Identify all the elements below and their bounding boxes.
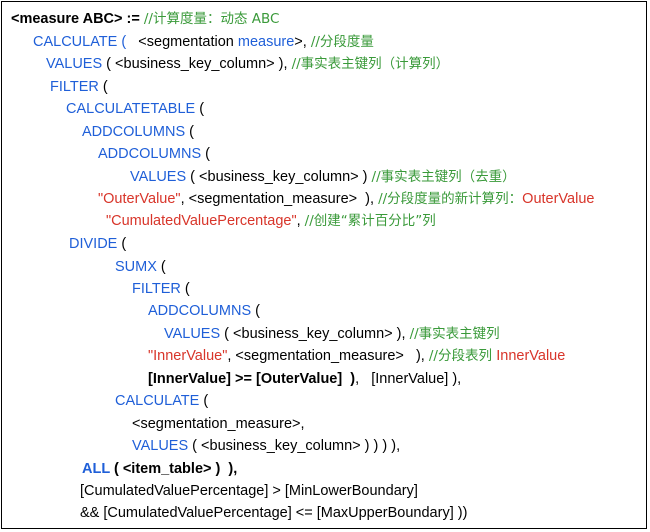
code-token: (: [98, 79, 108, 95]
code-token: <measure ABC> :=: [11, 11, 144, 27]
code-token: , <segmentation_measure> ),: [180, 191, 379, 207]
code-token: <segmentation: [130, 34, 238, 50]
code-token: (: [201, 146, 210, 162]
code-token: >,: [294, 34, 311, 50]
code-token: VALUES: [130, 169, 187, 185]
code-token: ( <business_key_column> ): [186, 169, 372, 185]
code-line-9: "OuterValue", <segmentation_measure> ), …: [98, 190, 594, 208]
code-token: //事实表主键列（去重）: [371, 169, 516, 185]
code-token: CALCULATE: [115, 393, 200, 409]
code-token: <segmentation_measure>,: [132, 416, 305, 432]
code-line-18: CALCULATE (: [115, 392, 208, 410]
code-token: (: [199, 393, 209, 409]
code-line-13: FILTER (: [132, 280, 190, 298]
code-line-4: FILTER (: [50, 78, 108, 96]
code-token: (: [251, 303, 260, 319]
code-line-19: <segmentation_measure>,: [132, 415, 305, 433]
code-token: (: [117, 236, 127, 252]
code-token: , [InnerValue] ),: [355, 371, 462, 387]
code-token: OuterValue: [522, 191, 595, 207]
code-line-11: DIVIDE (: [69, 235, 126, 253]
code-token: SUMX: [115, 259, 157, 275]
code-token: FILTER: [132, 281, 181, 297]
code-line-5: CALCULATETABLE (: [66, 100, 204, 118]
code-token: (: [185, 124, 194, 140]
code-line-20: VALUES ( <business_key_column> ) ) ) ),: [132, 437, 400, 455]
code-token: //分段度量的新计算列：: [378, 191, 523, 207]
code-token: VALUES: [164, 326, 221, 342]
code-token: (: [195, 101, 205, 117]
code-token: "OuterValue": [98, 191, 181, 207]
code-token: FILTER: [50, 79, 99, 95]
code-token: ( <business_key_column> ),: [220, 326, 410, 342]
code-token: ,: [296, 213, 305, 229]
code-line-6: ADDCOLUMNS (: [82, 123, 194, 141]
code-token: ( <business_key_column> ) ) ) ),: [188, 438, 401, 454]
code-token: CALCULATE (: [33, 34, 131, 50]
code-token: ADDCOLUMNS: [82, 124, 186, 140]
code-token: VALUES: [132, 438, 189, 454]
code-token: ADDCOLUMNS: [98, 146, 202, 162]
code-token: CALCULATETABLE: [66, 101, 196, 117]
code-token: ADDCOLUMNS: [148, 303, 252, 319]
code-token: "InnerValue": [148, 348, 228, 364]
code-token: [InnerValue] >= [OuterValue] ): [148, 371, 356, 387]
code-token: (: [180, 281, 190, 297]
code-line-22: [CumulatedValuePercentage] > [MinLowerBo…: [80, 482, 418, 500]
code-token: (: [156, 259, 166, 275]
code-token: //事实表主键列: [409, 326, 500, 342]
code-line-17: [InnerValue] >= [OuterValue] ), [InnerVa…: [148, 370, 461, 388]
code-line-23: && [CumulatedValuePercentage] <= [MaxUpp…: [80, 504, 467, 522]
code-line-7: ADDCOLUMNS (: [98, 145, 210, 163]
code-line-2: CALCULATE ( <segmentation measure>, //分段…: [33, 33, 374, 51]
code-line-3: VALUES ( <business_key_column> ), //事实表主…: [46, 55, 449, 73]
code-line-10: "CumulatedValuePercentage", //创建“累计百分比”列: [106, 212, 436, 230]
code-token: //事实表主键列（计算列）: [291, 56, 450, 72]
code-token: "CumulatedValuePercentage": [106, 213, 297, 229]
code-line-14: ADDCOLUMNS (: [148, 302, 260, 320]
code-token: measure: [237, 34, 295, 50]
code-line-8: VALUES ( <business_key_column> ) //事实表主键…: [130, 168, 516, 186]
code-token: InnerValue: [496, 348, 566, 364]
code-token: DIVIDE: [69, 236, 118, 252]
code-token: , <segmentation_measure> ),: [227, 348, 429, 364]
code-token: //计算度量：动态 ABC: [143, 11, 280, 27]
code-token: //分段度量: [310, 34, 374, 50]
code-token: ( <business_key_column> ),: [102, 56, 292, 72]
code-line-12: SUMX (: [115, 258, 166, 276]
code-token: //分段表列: [428, 348, 497, 364]
code-token: ( <item_table> ) ),: [109, 461, 238, 477]
code-token: ALL: [82, 461, 110, 477]
code-line-16: "InnerValue", <segmentation_measure> ), …: [148, 347, 565, 365]
code-line-21: ALL ( <item_table> ) ),: [82, 460, 237, 478]
code-token: //创建“累计百分比”列: [304, 213, 436, 229]
code-token: [CumulatedValuePercentage] > [MinLowerBo…: [80, 483, 418, 499]
code-token: && [CumulatedValuePercentage] <= [MaxUpp…: [80, 505, 468, 521]
code-token: VALUES: [46, 56, 103, 72]
code-line-1: <measure ABC> := //计算度量：动态 ABC: [11, 10, 279, 28]
code-line-15: VALUES ( <business_key_column> ), //事实表主…: [164, 325, 500, 343]
